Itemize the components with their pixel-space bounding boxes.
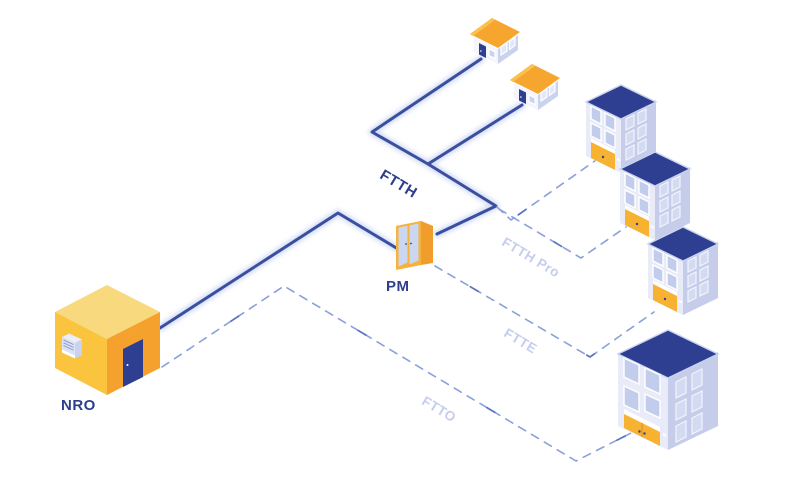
label-ftth: FTTH xyxy=(377,166,420,201)
link-nro-pm xyxy=(158,211,400,330)
link-ftth-pro-1 xyxy=(496,157,600,222)
solid-links-glow xyxy=(156,55,526,332)
link-ftte xyxy=(434,265,655,358)
label-nro: NRO xyxy=(61,397,96,414)
dashed-links-accents xyxy=(161,157,655,462)
pm-handle xyxy=(410,242,412,245)
nro-equipment-cabinet xyxy=(62,333,82,359)
house-2 xyxy=(509,63,561,111)
label-ftte: FTTE xyxy=(501,325,539,356)
nro-roof xyxy=(55,285,160,339)
nro-door-handle xyxy=(126,364,129,366)
ftto-building xyxy=(617,329,719,451)
pm-door-panel xyxy=(409,223,419,265)
pm-door-panel xyxy=(398,225,408,267)
ftte-building xyxy=(647,226,719,316)
ftth-pro-building-2 xyxy=(619,151,691,241)
label-ftto: FTTO xyxy=(419,393,458,425)
pm-side xyxy=(421,221,433,265)
pm-handle xyxy=(405,243,407,245)
label-pm: PM xyxy=(386,278,410,295)
house-1 xyxy=(469,17,521,65)
nro-door xyxy=(123,339,143,387)
link-ftto xyxy=(161,285,638,462)
link-pm-house-2 xyxy=(426,103,524,166)
link-ftth-pro-2 xyxy=(498,208,627,259)
nro-building xyxy=(55,285,160,395)
pm-cabinet xyxy=(396,221,433,270)
